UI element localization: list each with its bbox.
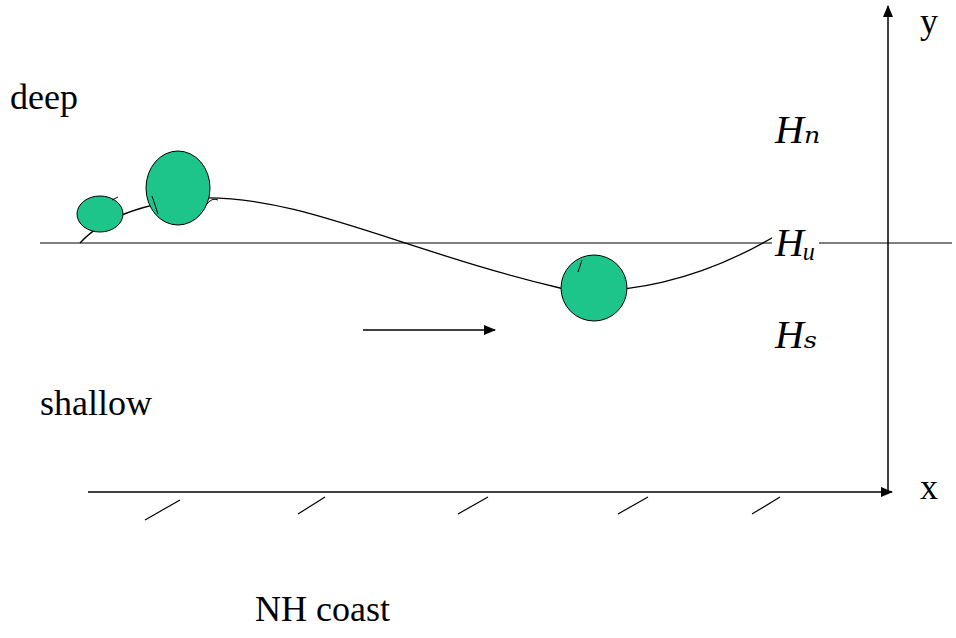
coast-label: NH coast xyxy=(255,590,390,630)
depth-label: Hₙ xyxy=(772,108,823,152)
eddy-ticks xyxy=(112,196,582,272)
flow-arrow xyxy=(363,329,495,330)
region-label: deep xyxy=(10,78,78,118)
region-label: shallow xyxy=(40,384,152,424)
y-axis xyxy=(887,6,889,492)
eddies xyxy=(77,151,627,321)
depth-label: Hₛ xyxy=(772,313,820,357)
depth-label: Hᵤ xyxy=(772,221,819,265)
x-axis xyxy=(88,491,892,493)
axis-label: y xyxy=(920,2,938,42)
axis-label: x xyxy=(920,468,938,508)
coast-hatching xyxy=(145,497,780,520)
